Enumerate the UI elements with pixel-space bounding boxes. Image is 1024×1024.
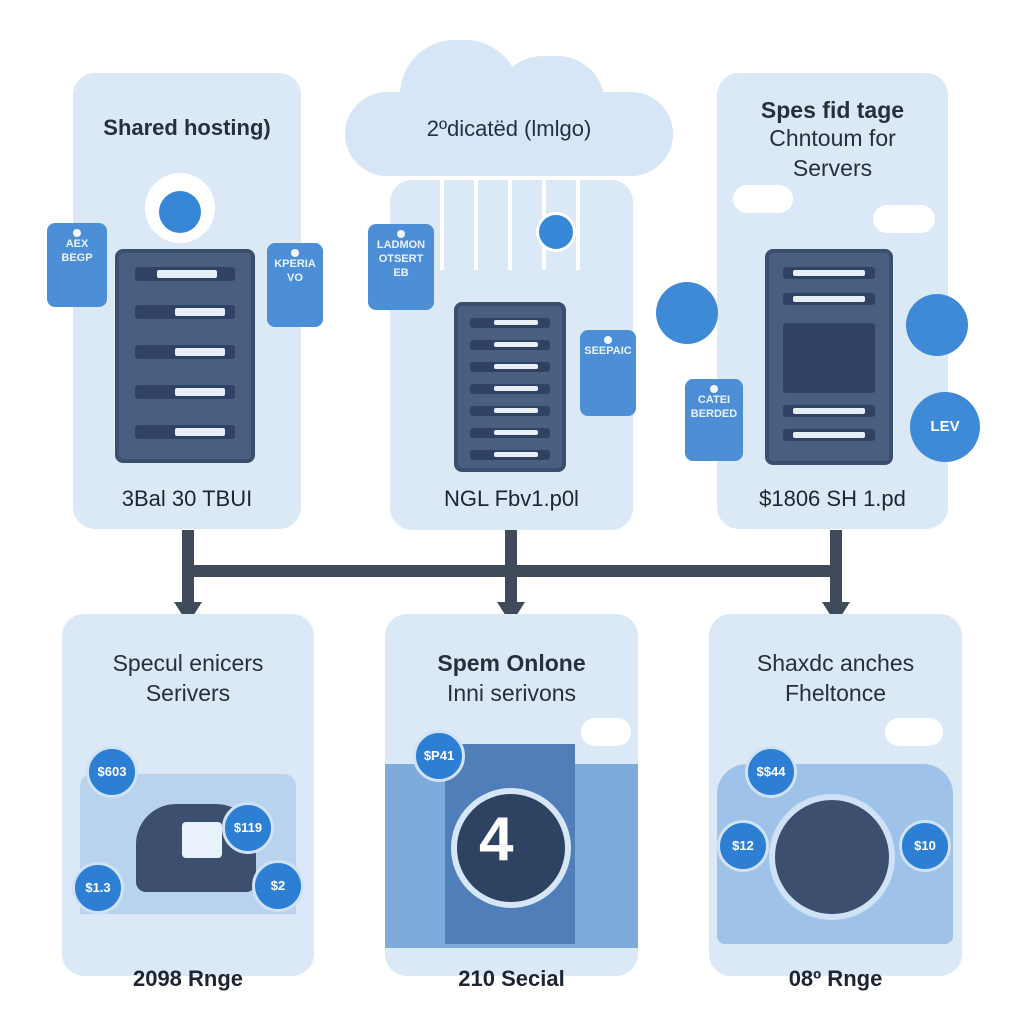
- price-tag-icon: KPERIA VO: [267, 243, 323, 327]
- coin-icon: $119: [222, 802, 274, 854]
- coin-icon: $10: [899, 820, 951, 872]
- cloud-icon: [873, 205, 935, 233]
- cable-lines: [410, 180, 610, 270]
- coin-icon: $P41: [413, 730, 465, 782]
- price-tag-icon: AEX BEGP: [47, 223, 107, 307]
- dashboard-icon: 4: [451, 788, 571, 908]
- cloud-puff: [495, 56, 605, 152]
- server-rack-icon: [454, 302, 566, 472]
- cloud-icon: [581, 718, 631, 746]
- card-footer: 3Bal 30 TBUI: [121, 486, 253, 511]
- price-tag-icon: LADMON OTSERT EB: [368, 224, 434, 310]
- card-title: Serivers: [145, 680, 231, 706]
- card-title: Spem Onlone: [437, 650, 586, 676]
- coin-icon: $1.3: [72, 862, 124, 914]
- card-footer: 210 Secial: [458, 966, 565, 991]
- big-number: 4: [479, 805, 514, 874]
- card-footer: 08º Rnge: [788, 966, 883, 991]
- card-online-services: Spem Onlone Inni serivons 4 $P41 210 Sec…: [385, 614, 638, 991]
- card-title: Specul enicers: [112, 650, 264, 676]
- lock-icon: [536, 212, 576, 252]
- price-tag-icon: CATEI BERDED: [685, 379, 743, 461]
- card-footer: $1806 SH 1.pd: [759, 486, 906, 511]
- card-shared-hosting: Shared hosting) AEX BEGP KPERIA VO 3Bal …: [47, 73, 323, 529]
- server-rack-icon: [115, 249, 255, 463]
- coin-icon: $12: [717, 820, 769, 872]
- device-icon: [182, 822, 222, 858]
- gear-icon: [656, 282, 718, 344]
- cloud-icon: [733, 185, 793, 213]
- card-shared-performance: Shaxdc anches Fheltonce $$44 $12 $10 08º…: [709, 614, 962, 991]
- card-title: Spes fid tage: [760, 97, 905, 123]
- coin-icon: $$44: [745, 746, 797, 798]
- gear-icon: LEV: [910, 392, 980, 462]
- card-storage-servers: Spes fid tage Chntoum for Servers CATEI …: [685, 73, 948, 529]
- card-title: Servers: [792, 155, 873, 181]
- gear-icon: [906, 294, 968, 356]
- card-title: Fheltonce: [784, 680, 886, 706]
- card-title: Shaxdc anches: [756, 650, 915, 676]
- card-title: Chntoum for: [769, 125, 896, 151]
- server-rack-icon: [765, 249, 893, 465]
- dashboard-icon: [769, 794, 895, 920]
- connector-line: [830, 530, 842, 604]
- connector-line: [505, 530, 517, 604]
- card-footer: 2098 Rnge: [132, 966, 244, 991]
- card-special-servers: Specul enicers Serivers $603 $119 $1.3 $…: [62, 614, 314, 991]
- cloud-icon: [885, 718, 943, 746]
- card-dedicated: LADMON OTSERT EB SEEPAIC NGL Fbv1.p0l: [368, 180, 636, 530]
- card-footer: NGL Fbv1.p0l: [444, 486, 579, 511]
- card-title: Inni serivons: [446, 680, 577, 706]
- globe-icon: [145, 173, 215, 243]
- connector-line: [182, 530, 194, 604]
- card-title: Shared hosting): [103, 115, 271, 140]
- card-title: 2ºdicatëd (lmlgo): [426, 116, 592, 141]
- price-tag-icon: SEEPAIC: [580, 330, 636, 416]
- coin-icon: $603: [86, 746, 138, 798]
- coin-icon: $2: [252, 860, 304, 912]
